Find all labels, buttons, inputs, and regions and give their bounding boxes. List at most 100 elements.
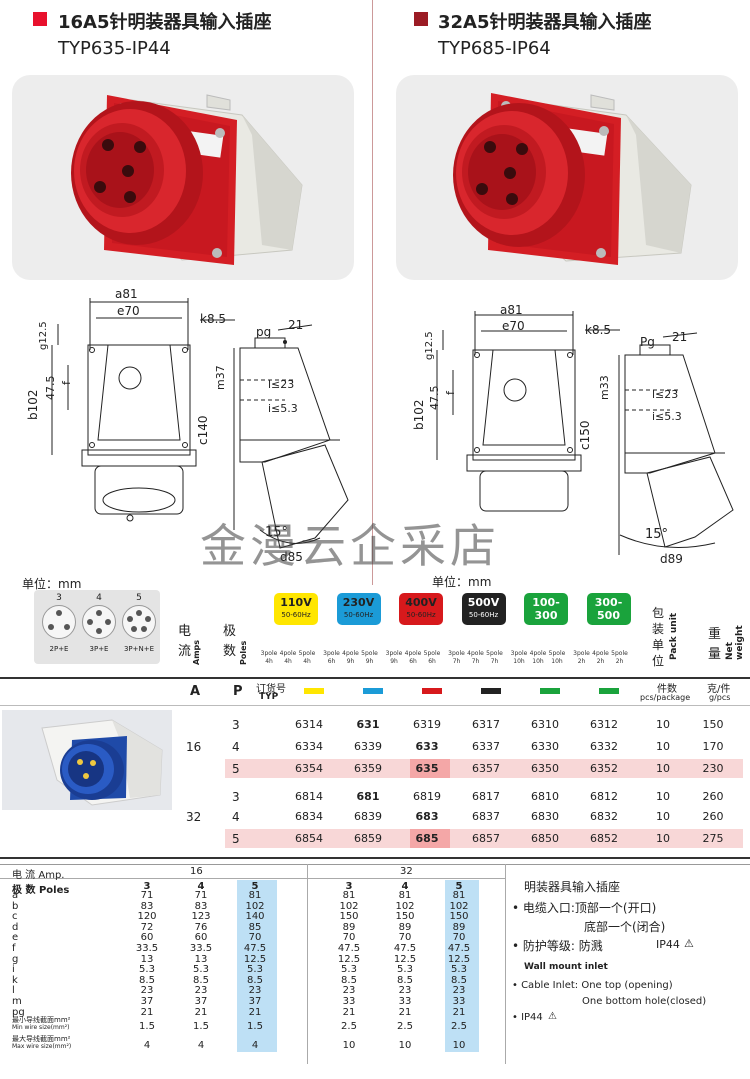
spec-max-wire-value: 4 <box>251 1040 259 1051</box>
order-amp: 32 <box>186 810 202 824</box>
order-code: 6354 <box>295 762 323 775</box>
spec-min-wire-value: 2.5 <box>397 1021 413 1032</box>
spec-value: 47.5 <box>337 943 361 954</box>
right-dim-pg: Pg <box>640 335 655 349</box>
spec-row-key: m <box>12 996 22 1007</box>
order-code: 6814 <box>295 790 323 803</box>
order-code: 635 <box>415 762 439 775</box>
order-pole: 5 <box>232 832 240 846</box>
right-dim-k: k8.5 <box>585 323 612 337</box>
order-pcs: 10 <box>656 832 670 845</box>
order-code: 6819 <box>413 790 441 803</box>
left-model: TYP635-IP44 <box>58 38 171 59</box>
spec-max-wire-cn: 最大导线截面mm² <box>12 1035 71 1043</box>
spec-amp-32: 32 <box>400 866 413 877</box>
pole-count: 3pole <box>260 650 278 657</box>
voltage-frequency: Hz >50V <box>530 624 562 632</box>
order-pcs: 10 <box>656 810 670 823</box>
spec-value: 33 <box>398 996 412 1007</box>
desc-cable-en: • Cable Inlet: One top (opening) <box>512 980 673 991</box>
spec-value: 85 <box>248 921 262 933</box>
weight-header-en: Net weight <box>725 625 745 660</box>
left-dim-pg: pg <box>256 325 272 339</box>
spec-row-key: b <box>12 900 19 912</box>
order-code: 6312 <box>590 718 618 731</box>
pole-count: 5pole <box>361 650 378 657</box>
pin-hole <box>96 610 102 616</box>
spec-value: 23 <box>194 985 208 997</box>
clock-position: 9h <box>346 658 355 665</box>
desc-title-cn: 明装器具输入插座 <box>524 880 621 894</box>
order-code: 6310 <box>531 718 559 731</box>
spec-value: 72 <box>140 921 154 933</box>
highlight-row <box>225 829 743 848</box>
spec-row-key: f <box>12 943 16 954</box>
spec-max-wire-value: 10 <box>398 1040 412 1051</box>
spec-value: 12.5 <box>447 953 471 965</box>
clock-position: 6h <box>428 658 436 665</box>
right-technical-drawing <box>436 311 734 555</box>
order-pcs: 10 <box>656 740 670 753</box>
order-code: 6817 <box>472 790 500 803</box>
spec-row-key: pg <box>12 1006 25 1018</box>
spec-value: 81 <box>342 890 356 901</box>
order-code: 6832 <box>590 810 618 823</box>
voltage-frequency: 50-60Hz <box>281 611 311 619</box>
spec-table-divider <box>505 864 506 1064</box>
spec-value: 5.3 <box>397 964 413 976</box>
right-dim-f: f <box>444 391 457 395</box>
right-dim-i: i≤5.3 <box>652 410 682 423</box>
clock-position: 7h <box>490 658 499 665</box>
right-product-photo <box>396 75 738 280</box>
order-code: 6319 <box>413 718 441 731</box>
order-code: 6852 <box>590 832 618 845</box>
spec-value: 23 <box>452 985 466 997</box>
pole-count: 3pole <box>385 650 403 657</box>
order-pole: 3 <box>232 718 240 732</box>
spec-value: 37 <box>194 996 208 1007</box>
spec-value: 83 <box>194 900 208 912</box>
order-code: 6850 <box>531 832 559 845</box>
clock-position: 4h <box>265 658 273 665</box>
order-code: 6317 <box>472 718 500 731</box>
spec-value: 76 <box>194 921 208 933</box>
order-code: 6830 <box>531 810 559 823</box>
spec-value: 8.5 <box>397 974 413 986</box>
clock-position: 10h <box>513 658 525 665</box>
spec-pole-head: 5 <box>251 881 259 892</box>
spec-highlight-col-16-5 <box>237 880 277 1052</box>
spec-value: 33 <box>342 996 356 1007</box>
clock-position: 4h <box>303 658 311 665</box>
spec-value: 89 <box>452 921 466 933</box>
pin-config-label: 3P+E <box>89 645 109 653</box>
spec-value: 37 <box>248 996 262 1007</box>
watermark: 金漫云企采店 <box>200 519 500 573</box>
pole-count: 5pole <box>423 650 441 657</box>
spec-value: 21 <box>140 1006 154 1018</box>
spec-value: 81 <box>452 890 466 901</box>
spec-value: 37 <box>140 996 154 1007</box>
order-code: 633 <box>415 740 439 753</box>
order-code: 681 <box>356 790 380 803</box>
order-header-typ: TYP <box>259 692 279 702</box>
spec-min-wire-value: 2.5 <box>341 1021 357 1032</box>
voltage-value: 230V <box>342 596 375 609</box>
spec-row-key: i <box>12 964 15 976</box>
spec-value: 21 <box>194 1006 208 1018</box>
pole-count: 3pole <box>573 650 590 657</box>
spec-value: 5.3 <box>193 964 209 976</box>
clock-position: 2h <box>615 658 624 665</box>
left-dim-k: k8.5 <box>200 312 227 326</box>
spec-value: 150 <box>339 911 359 923</box>
order-pole: 3 <box>232 790 240 804</box>
spec-value: 47.5 <box>447 943 471 954</box>
unit-right: 单位：mm <box>432 575 492 589</box>
spec-value: 23 <box>248 985 262 997</box>
spec-value: 89 <box>342 921 356 933</box>
